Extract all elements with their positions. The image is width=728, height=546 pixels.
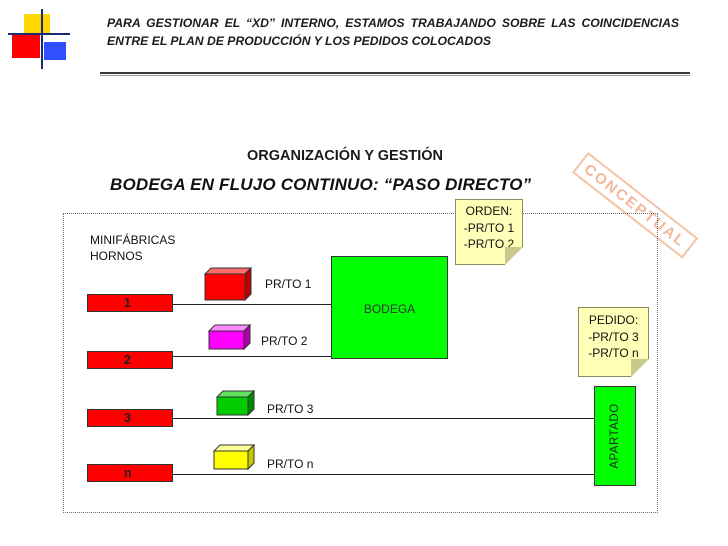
pedido-note-line-1: -PR/TO 3 (588, 329, 639, 344)
product-box-n (212, 443, 256, 471)
flow-line-n (172, 474, 594, 475)
apartado-label-wrap: APARTADO (594, 386, 636, 486)
logo-square-red (12, 34, 40, 58)
side-label-line1: MINIFÁBRICAS (90, 233, 176, 247)
pedido-note-title: PEDIDO: (588, 313, 639, 327)
product-label-1: PR/TO 1 (265, 277, 312, 291)
oven-1: 1 (87, 294, 173, 312)
product-label-2: PR/TO 2 (261, 334, 308, 348)
flow-line-2 (172, 356, 331, 357)
bodega-box: BODEGA (331, 256, 448, 359)
oven-3: 3 (87, 409, 173, 427)
note-fold (505, 247, 523, 265)
logo-bar-horizontal (8, 33, 70, 35)
side-label: MINIFÁBRICAS HORNOS (90, 232, 175, 264)
header-rule-shadow (100, 75, 690, 76)
section-subtitle: ORGANIZACIÓN Y GESTIÓN (246, 148, 444, 164)
orden-note-line-2: -PR/TO 2 (463, 237, 515, 251)
flow-line-3 (172, 418, 594, 419)
diagram-frame (63, 213, 658, 513)
product-box-3 (215, 389, 256, 417)
flow-line-1 (172, 304, 331, 305)
orden-note: ORDEN: -PR/TO 1 -PR/TO 2 (455, 199, 523, 265)
oven-2: 2 (87, 351, 173, 369)
header-rule (100, 72, 690, 74)
orden-note-title: ORDEN: (465, 204, 513, 218)
product-box-2 (207, 323, 252, 351)
pedido-note-line-2: -PR/TO n (588, 346, 639, 360)
orden-note-line-1: -PR/TO 1 (463, 220, 515, 235)
diagram-title: BODEGA EN FLUJO CONTINUO: “PASO DIRECTO” (110, 175, 532, 194)
note-fold (631, 359, 649, 377)
logo-bar-vertical (41, 9, 43, 69)
pedido-note: PEDIDO: -PR/TO 3 -PR/TO n (578, 307, 649, 377)
apartado-label: APARTADO (609, 403, 621, 469)
oven-n: n (87, 464, 173, 482)
logo-square-blue (44, 42, 66, 60)
product-box-1 (203, 266, 253, 302)
apartado-box (594, 386, 636, 486)
side-label-line2: HORNOS (90, 249, 143, 263)
header-text: PARA GESTIONAR EL “XD” INTERNO, ESTAMOS … (107, 16, 679, 48)
product-label-n: PR/TO n (267, 457, 314, 471)
product-label-3: PR/TO 3 (267, 402, 314, 416)
logo-square-yellow (24, 14, 50, 34)
